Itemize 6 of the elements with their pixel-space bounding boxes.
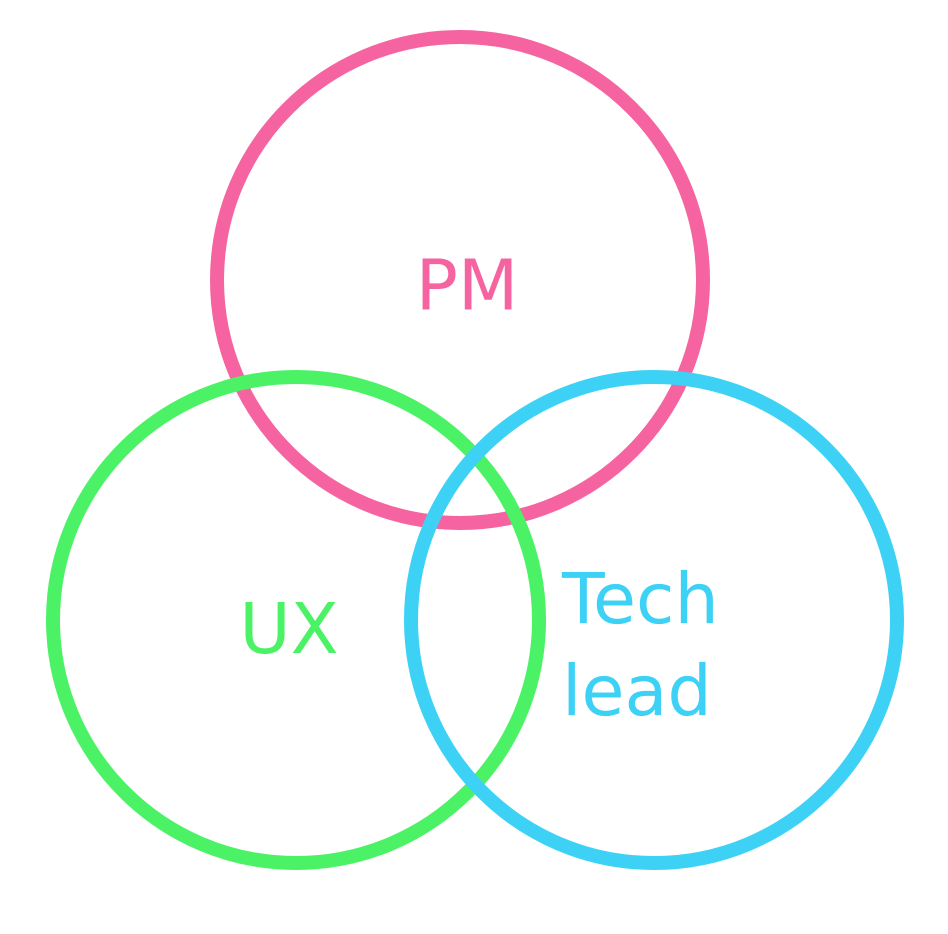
circle-label: UX bbox=[246, 602, 336, 654]
venn-circle bbox=[210, 30, 710, 530]
venn-circle bbox=[404, 370, 904, 870]
circle-label: Tech lead bbox=[562, 570, 713, 716]
circle-label: PM bbox=[422, 258, 512, 310]
venn-circle bbox=[46, 370, 546, 870]
